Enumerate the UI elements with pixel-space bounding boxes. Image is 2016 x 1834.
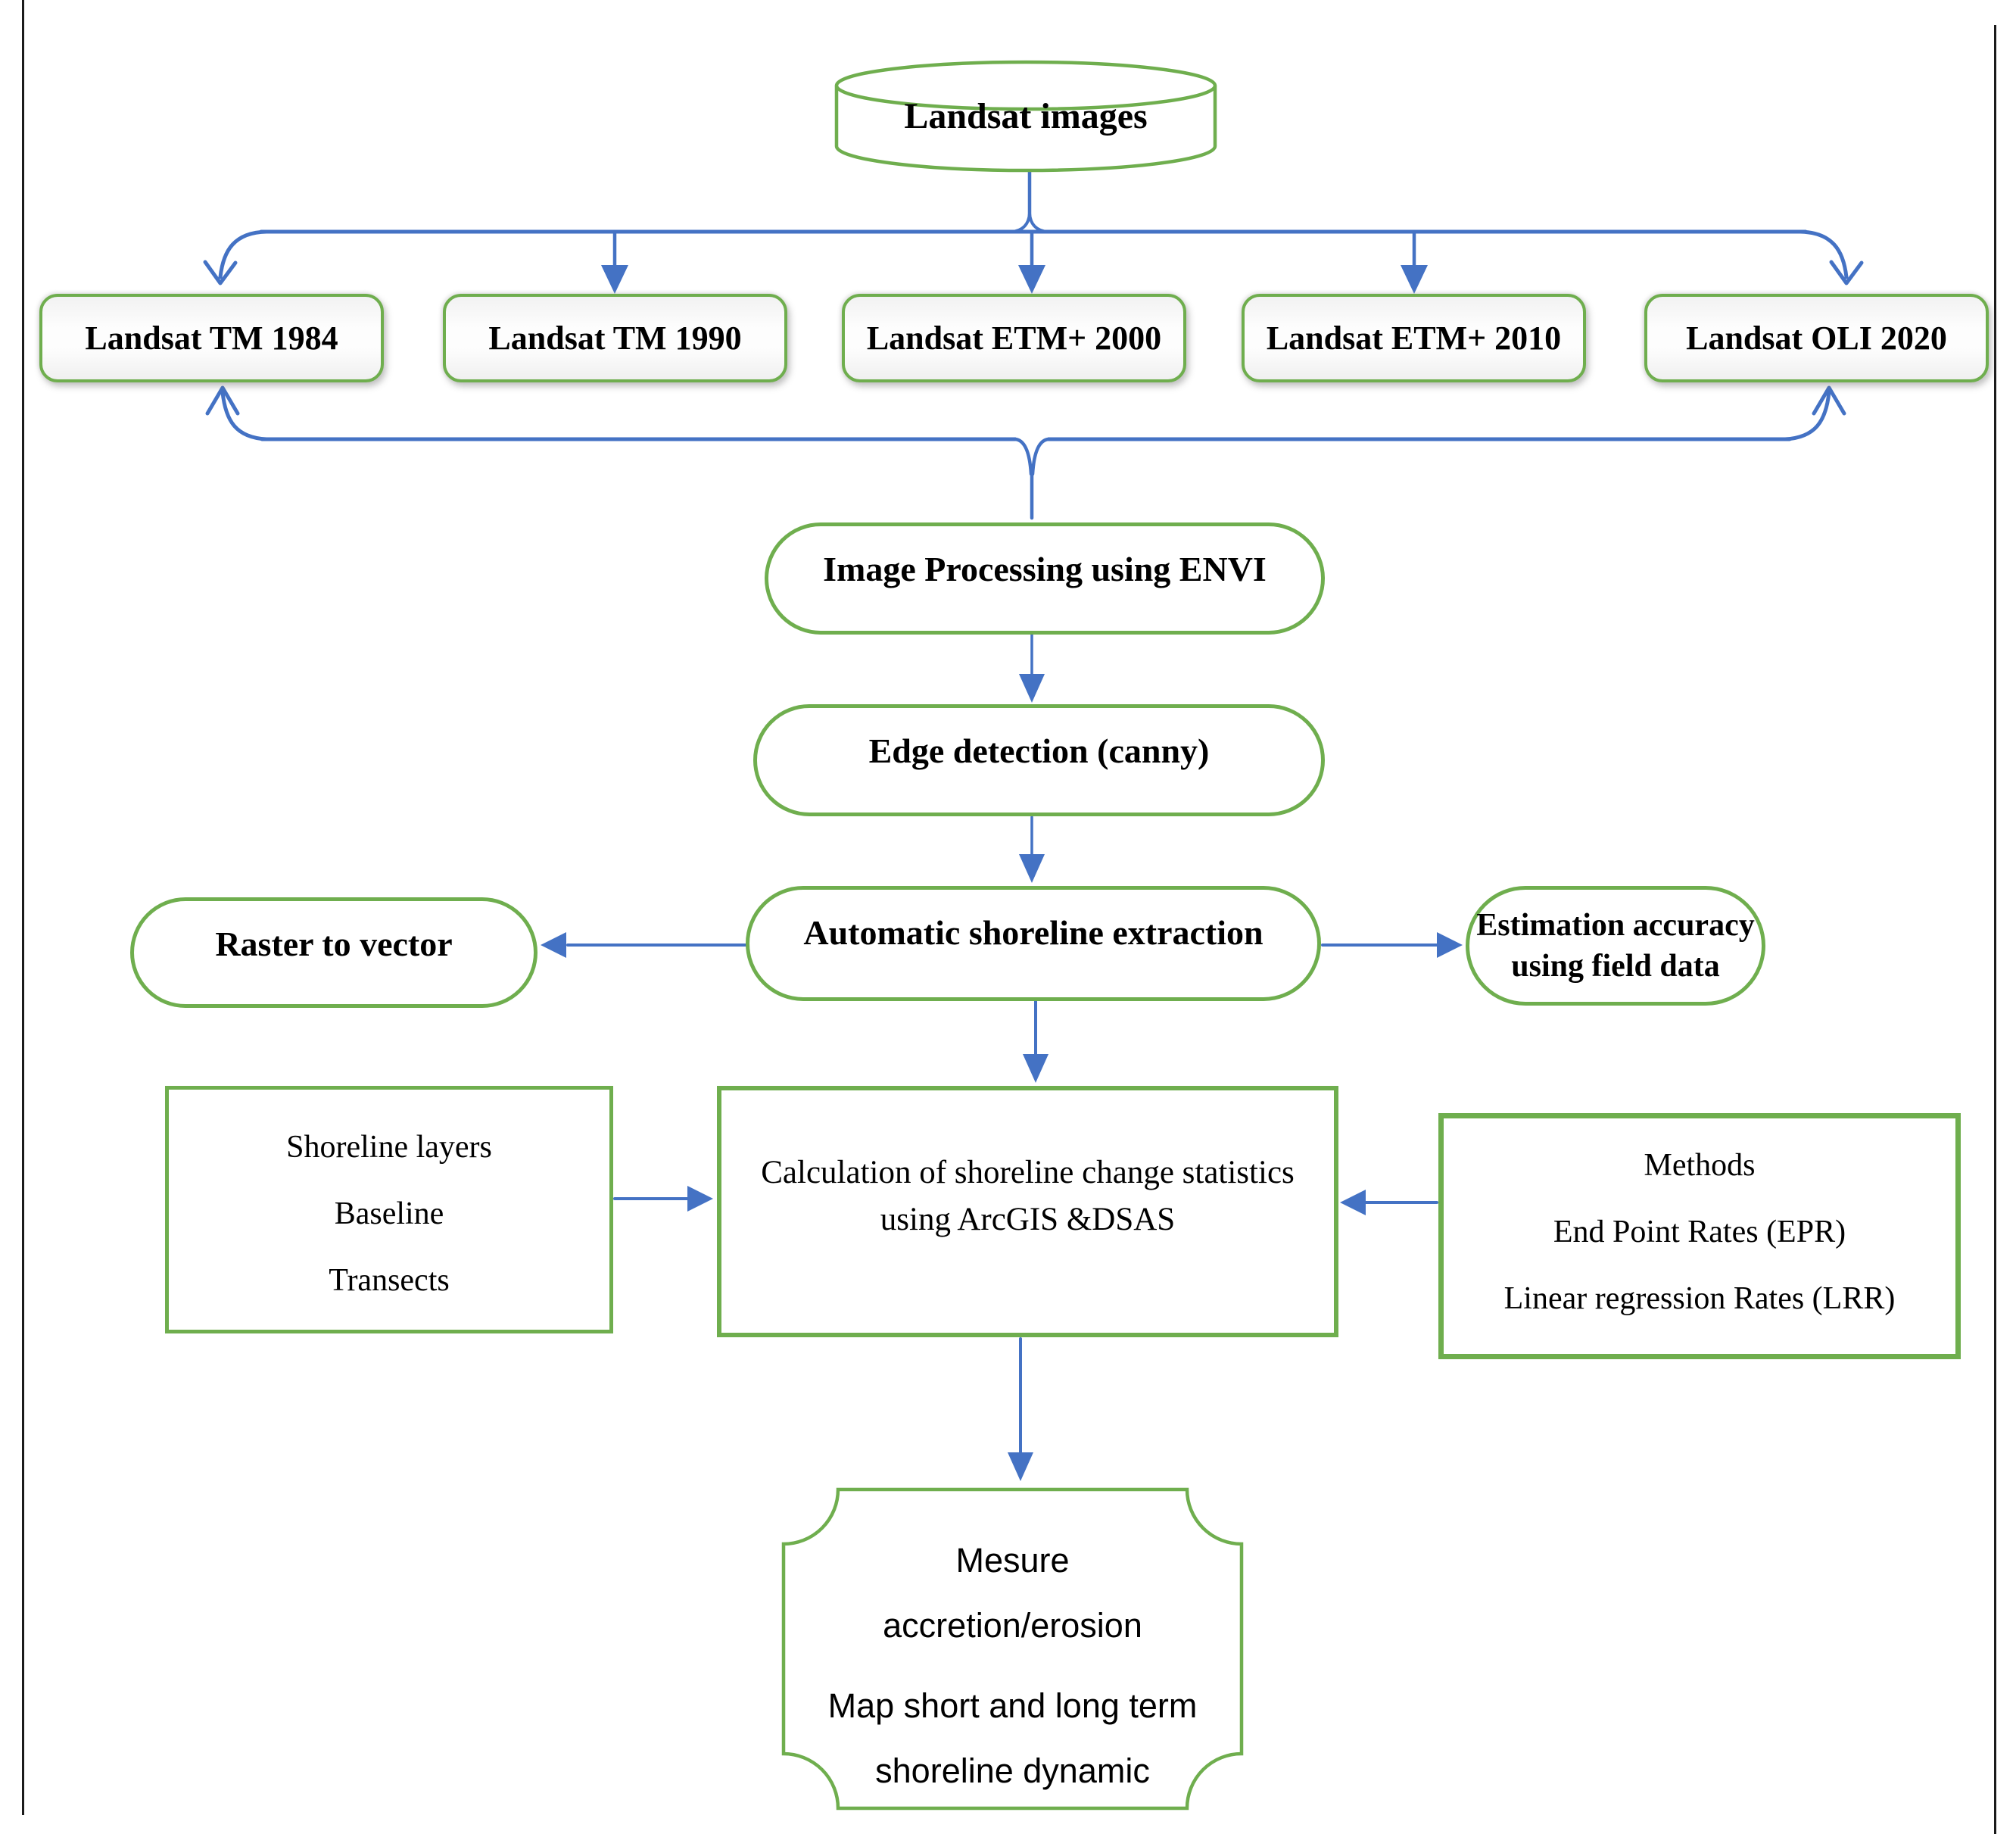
chevron-tm1984-bottom bbox=[205, 385, 240, 416]
arrowhead-edge bbox=[1019, 674, 1045, 703]
pill-automatic-extraction: Automatic shoreline extraction bbox=[746, 886, 1321, 1001]
box-label: Landsat ETM+ 2010 bbox=[1266, 320, 1562, 357]
cylinder-top bbox=[834, 60, 1217, 111]
datastore-landsat-images: Landsat images bbox=[837, 95, 1215, 137]
top-flare bbox=[1010, 212, 1049, 233]
pill-label-line1: Estimation accuracy bbox=[1476, 908, 1755, 943]
arrowhead-calculation-left bbox=[687, 1186, 713, 1212]
output-line-map-short-long: Map short and long term bbox=[827, 1686, 1198, 1725]
arrowhead-extraction bbox=[1019, 854, 1045, 883]
box-label: Landsat ETM+ 2000 bbox=[866, 320, 1162, 357]
arrowhead-tm1990 bbox=[601, 265, 628, 294]
arrowhead-calculation-right bbox=[1340, 1190, 1366, 1215]
pill-label: Edge detection (canny) bbox=[868, 731, 1210, 770]
box-landsat-tm-1984: Landsat TM 1984 bbox=[39, 294, 384, 382]
pill-edge-detection: Edge detection (canny) bbox=[753, 704, 1325, 816]
arrowhead-etm2000 bbox=[1018, 265, 1045, 294]
box-methods: Methods End Point Rates (EPR) Linear reg… bbox=[1438, 1113, 1961, 1359]
datastore-label: Landsat images bbox=[904, 96, 1148, 136]
pill-label-line2: using field data bbox=[1511, 949, 1720, 984]
arrow-to-oli2020-top bbox=[1798, 229, 1849, 279]
box-landsat-etm-2000: Landsat ETM+ 2000 bbox=[842, 294, 1186, 382]
arrowhead-calculation-top bbox=[1023, 1054, 1049, 1083]
output-plaque-shape bbox=[781, 1487, 1244, 1811]
box-label: Landsat OLI 2020 bbox=[1686, 320, 1947, 357]
output-line-mesure: Mesure bbox=[955, 1541, 1070, 1580]
box-landsat-tm-1990: Landsat TM 1990 bbox=[443, 294, 787, 382]
pill-raster-to-vector: Raster to vector bbox=[130, 897, 537, 1008]
chevron-oli2020-bottom bbox=[1812, 385, 1846, 416]
box-landsat-oli-2020: Landsat OLI 2020 bbox=[1644, 294, 1989, 382]
methods-title: Methods bbox=[1644, 1148, 1756, 1183]
arrowhead-estimation bbox=[1437, 932, 1463, 958]
calculation-line2: using ArcGIS &DSAS bbox=[880, 1202, 1176, 1237]
output-line-accretion-erosion: accretion/erosion bbox=[883, 1606, 1142, 1645]
method-lrr: Linear regression Rates (LRR) bbox=[1503, 1281, 1896, 1316]
input-shoreline-layers: Shoreline layers bbox=[286, 1130, 492, 1165]
arrow-to-tm1984-bottom bbox=[220, 390, 269, 441]
calculation-line1: Calculation of shoreline change statisti… bbox=[761, 1155, 1295, 1190]
pill-image-processing: Image Processing using ENVI bbox=[765, 522, 1325, 635]
output-line-shoreline-dynamic: shoreline dynamic bbox=[875, 1751, 1150, 1790]
arrow-to-tm1984-top bbox=[218, 229, 269, 279]
output-plaque-text: Mesure accretion/erosion Map short and l… bbox=[784, 1528, 1242, 1804]
arrow-to-oli2020-bottom bbox=[1783, 390, 1831, 441]
chevron-tm1984-top bbox=[203, 260, 238, 285]
method-epr: End Point Rates (EPR) bbox=[1553, 1215, 1846, 1249]
pill-label: Automatic shoreline extraction bbox=[803, 913, 1264, 952]
chevron-oli2020-top bbox=[1829, 260, 1864, 285]
box-label: Landsat TM 1990 bbox=[488, 320, 742, 357]
input-baseline: Baseline bbox=[334, 1196, 444, 1231]
arrowhead-etm2010 bbox=[1401, 265, 1428, 294]
box-calculation-statistics: Calculation of shoreline change statisti… bbox=[717, 1086, 1338, 1337]
bottom-funnel bbox=[1013, 437, 1051, 476]
box-landsat-etm-2010: Landsat ETM+ 2010 bbox=[1242, 294, 1586, 382]
arrowhead-raster bbox=[541, 932, 566, 958]
pill-label: Raster to vector bbox=[215, 925, 453, 963]
right-page-rule bbox=[1994, 25, 1996, 1834]
input-transects: Transects bbox=[329, 1263, 450, 1298]
left-page-rule bbox=[22, 0, 24, 1815]
arrowhead-output bbox=[1008, 1452, 1033, 1481]
pill-estimation-accuracy: Estimation accuracy using field data bbox=[1466, 886, 1765, 1006]
box-dsas-inputs: Shoreline layers Baseline Transects bbox=[165, 1086, 613, 1333]
box-label: Landsat TM 1984 bbox=[85, 320, 338, 357]
pill-label: Image Processing using ENVI bbox=[823, 550, 1267, 588]
